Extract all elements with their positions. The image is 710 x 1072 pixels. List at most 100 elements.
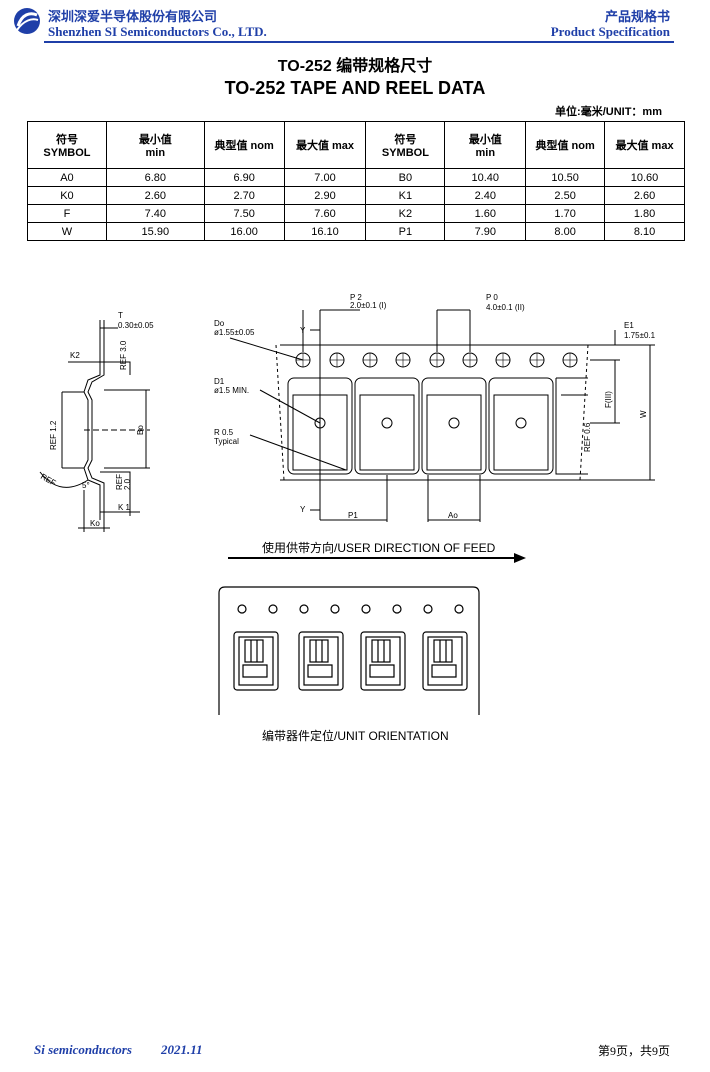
table-cell: K2 <box>365 204 446 223</box>
table-cell: F <box>27 204 107 223</box>
tape-unit <box>233 631 279 691</box>
table-cell: 6.80 <box>105 168 205 187</box>
label-y-top: Y <box>300 326 306 335</box>
feed-direction-arrow-icon <box>228 553 526 563</box>
doc-type-cn: 产品规格书 <box>604 10 670 25</box>
table-cell: 2.60 <box>105 186 205 205</box>
label-t-value: 0.30±0.05 <box>118 321 154 330</box>
label-r: R 0.5 <box>214 428 234 437</box>
label-f: F(III) <box>604 391 613 408</box>
table-cell: 6.90 <box>203 168 285 187</box>
table-cell: 10.50 <box>525 168 606 187</box>
table-cell: 10.60 <box>604 168 685 187</box>
table-cell: 2.50 <box>525 186 606 205</box>
tape-unit <box>360 631 406 691</box>
tape-unit <box>298 631 344 691</box>
table-cell: 7.60 <box>283 204 367 223</box>
table-cell: 8.00 <box>525 222 606 241</box>
label-p2-value: 2.0±0.1 (I) <box>350 301 387 310</box>
header-divider <box>44 41 674 43</box>
footer-company: Si semiconductors <box>34 1042 132 1057</box>
table-cell: P1 <box>365 222 446 241</box>
label-ref30: REF 3.0 <box>119 340 128 370</box>
table-row: F 7.40 7.50 7.60 K2 1.60 1.70 1.80 <box>27 204 685 223</box>
table-cell: 1.80 <box>604 204 685 223</box>
table-cell: 7.00 <box>283 168 367 187</box>
page-title-cn: TO-252 编带规格尺寸 <box>277 58 433 75</box>
label-angle: 5° <box>82 481 90 490</box>
doc-type-en: Product Specification <box>550 24 670 39</box>
header-max: 最大值 max <box>604 121 685 169</box>
table-cell: K1 <box>365 186 446 205</box>
label-e1: E1 <box>624 321 634 330</box>
table-cell: 16.10 <box>283 222 367 241</box>
table-cell: 1.70 <box>525 204 606 223</box>
header-nom: 典型值 nom <box>203 121 285 169</box>
label-ref20-a: REF <box>115 474 124 490</box>
table-row: K0 2.60 2.70 2.90 K1 2.40 2.50 2.60 <box>27 186 685 205</box>
company-name-en: Shenzhen SI Semiconductors Co., LTD. <box>48 24 267 39</box>
label-r-typical: Typical <box>214 437 239 446</box>
table-cell: 7.90 <box>444 222 527 241</box>
header-nom: 典型值 nom <box>525 121 606 169</box>
unit-label: 单位:毫米/UNIT：mm <box>555 106 662 118</box>
label-y-bottom: Y <box>300 505 306 514</box>
company-name-cn: 深圳深爱半导体股份有限公司 <box>48 10 218 25</box>
table-cell: 2.40 <box>444 186 527 205</box>
table-cell: K0 <box>27 186 107 205</box>
label-e1-value: 1.75±0.1 <box>624 331 656 340</box>
label-p2: P 2 <box>350 293 362 302</box>
label-d0-value: ø1.55±0.05 <box>214 328 255 337</box>
label-d1: D1 <box>214 377 225 386</box>
label-k2: K2 <box>70 351 80 360</box>
label-d0: Do <box>214 319 225 328</box>
label-b0: Bo <box>136 425 145 435</box>
label-p0: P 0 <box>486 293 498 302</box>
table-cell: A0 <box>27 168 107 187</box>
table-cell: 2.70 <box>203 186 285 205</box>
label-p1: P1 <box>348 511 358 520</box>
label-p0-value: 4.0±0.1 (II) <box>486 303 525 312</box>
table-cell: B0 <box>365 168 446 187</box>
tape-top-view-drawing: Do ø1.55±0.05 D1 ø1.5 MIN. R 0.5 Typical… <box>214 293 656 522</box>
header-max: 最大值 max <box>283 121 367 169</box>
table-row: A0 6.80 6.90 7.00 B0 10.40 10.50 10.60 <box>27 168 685 187</box>
label-ref20-b: 2.0 <box>123 478 132 490</box>
label-a0: Ao <box>448 511 458 520</box>
unit-orientation-caption: 编带器件定位/UNIT ORIENTATION <box>262 729 449 743</box>
label-d1-value: ø1.5 MIN. <box>214 386 249 395</box>
label-ref06: REF 0.6 <box>583 422 592 452</box>
label-w: W <box>639 410 648 418</box>
tape-cross-section-drawing: T 0.30±0.05 K2 REF 3.0 REF 1.2 Bo REF 2.… <box>39 311 154 532</box>
table-cell: 2.60 <box>604 186 685 205</box>
table-cell: 7.40 <box>105 204 205 223</box>
table-row: W 15.90 16.00 16.10 P1 7.90 8.00 8.10 <box>27 222 685 241</box>
footer-page-number: 第9页，共9页 <box>597 1044 670 1058</box>
table-cell: 16.00 <box>203 222 285 241</box>
table-cell: 10.40 <box>444 168 527 187</box>
table-cell: W <box>27 222 107 241</box>
label-ref-angle: REF <box>39 472 57 488</box>
table-cell: 7.50 <box>203 204 285 223</box>
page-title-en: TO-252 TAPE AND REEL DATA <box>224 78 486 98</box>
table-cell: 2.90 <box>283 186 367 205</box>
footer-date: 2021.11 <box>161 1042 203 1057</box>
tape-unit <box>422 631 468 691</box>
table-cell: 15.90 <box>105 222 205 241</box>
feed-direction-caption: 使用供带方向/USER DIRECTION OF FEED <box>262 541 496 555</box>
tape-pockets <box>287 377 588 475</box>
unit-orientation-drawing <box>218 586 480 715</box>
label-ref12: REF 1.2 <box>49 420 58 450</box>
table-cell: 1.60 <box>444 204 527 223</box>
label-k1: K 1 <box>118 503 131 512</box>
table-cell: 8.10 <box>604 222 685 241</box>
label-k0: Ko <box>90 519 100 528</box>
label-t: T <box>118 311 123 320</box>
company-logo <box>14 8 40 34</box>
